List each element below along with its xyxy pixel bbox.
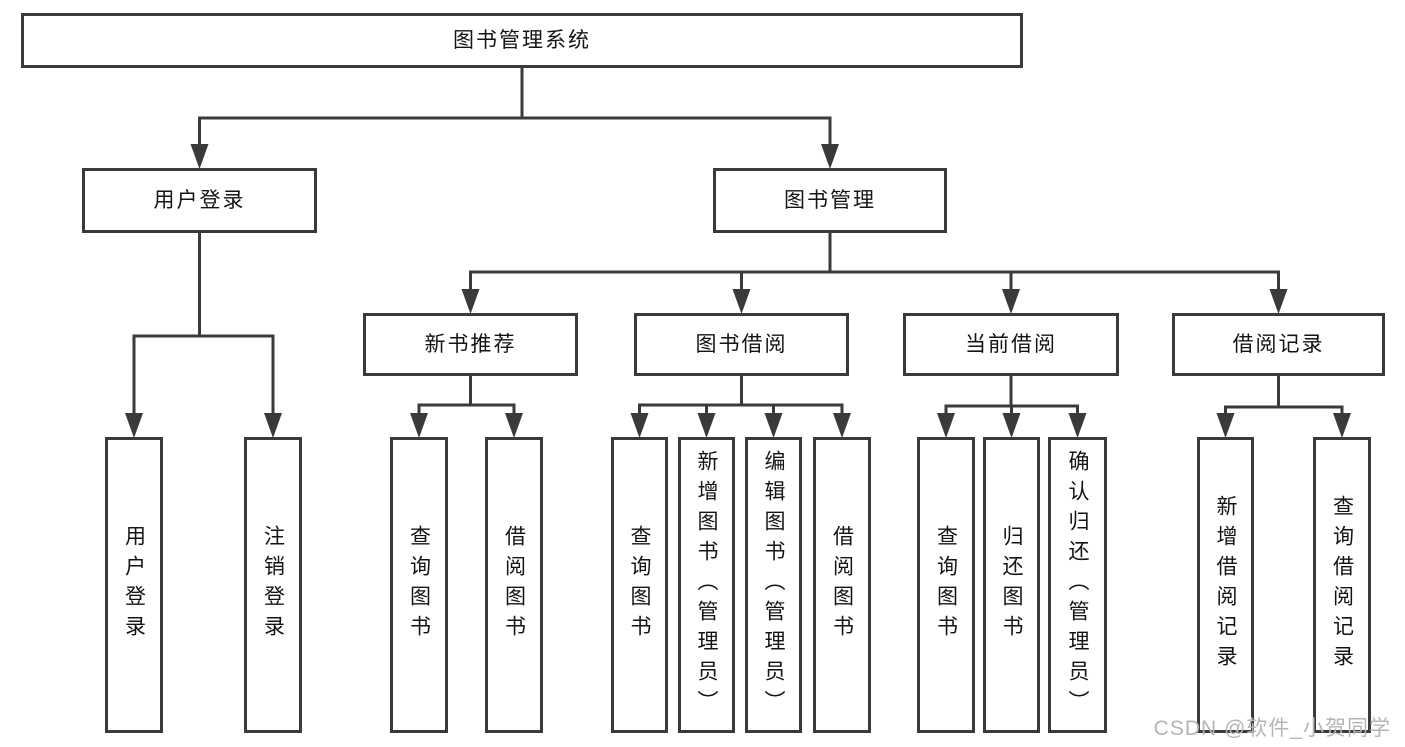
node-user-login: 用户登录 <box>82 168 317 233</box>
node-book-mgmt: 图书管理 <box>713 168 947 233</box>
node-leaf-query-book-2: 查询图书 <box>611 437 668 733</box>
node-leaf-user-login: 用户登录 <box>105 437 163 733</box>
node-leaf-query-borrow-record: 查询借阅记录 <box>1313 437 1371 733</box>
node-leaf-add-book: 新增图书（管理员） <box>678 437 735 733</box>
node-leaf-logout: 注销登录 <box>244 437 302 733</box>
node-leaf-query-book-1: 查询图书 <box>390 437 448 733</box>
node-borrow-records: 借阅记录 <box>1172 313 1385 376</box>
node-new-book-rec: 新书推荐 <box>363 313 578 376</box>
node-leaf-borrow-book-1: 借阅图书 <box>485 437 543 733</box>
node-leaf-edit-book: 编辑图书（管理员） <box>745 437 802 733</box>
watermark: CSDN @软件_小贺同学 <box>1153 717 1391 740</box>
node-root: 图书管理系统 <box>21 13 1023 68</box>
node-current-borrow: 当前借阅 <box>903 313 1119 376</box>
node-leaf-query-book-3: 查询图书 <box>917 437 975 733</box>
node-leaf-add-borrow-record: 新增借阅记录 <box>1197 437 1254 733</box>
node-leaf-borrow-book-2: 借阅图书 <box>813 437 871 733</box>
node-book-borrow: 图书借阅 <box>634 313 849 376</box>
node-leaf-return-book: 归还图书 <box>983 437 1040 733</box>
node-leaf-confirm-return: 确认归还（管理员） <box>1048 437 1107 733</box>
